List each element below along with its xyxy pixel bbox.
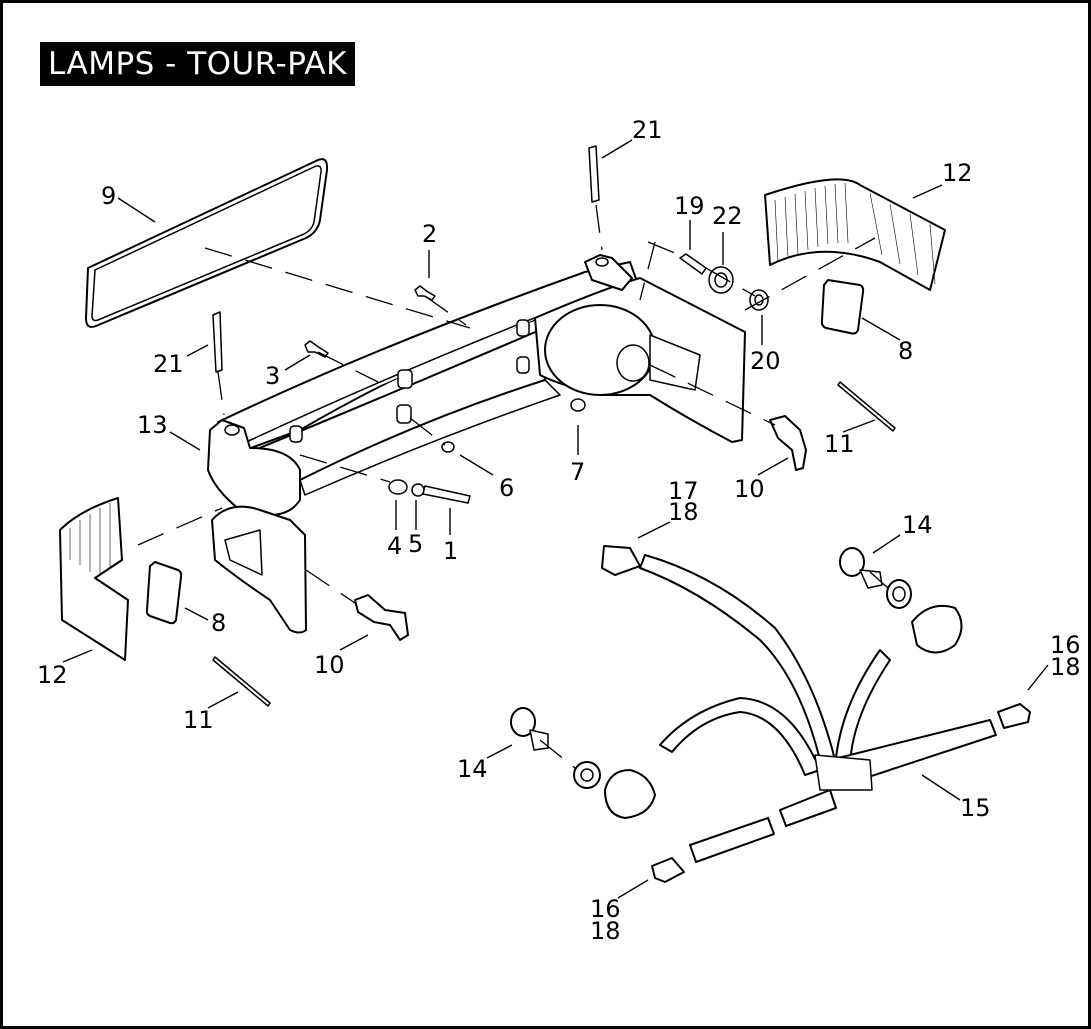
bracket-part-10-left: [354, 594, 409, 641]
lamp-housing-part-13: [207, 254, 746, 634]
callout-21-left: 21: [153, 350, 184, 378]
callout-19: 19: [674, 192, 705, 220]
callout-17: 17: [668, 477, 699, 505]
callout-6: 6: [499, 474, 514, 502]
diagram-title: LAMPS - TOUR-PAK: [40, 42, 355, 86]
callout-14-left: 14: [457, 755, 488, 783]
washer-part-4: [388, 479, 408, 495]
callout-12-right: 12: [942, 159, 973, 187]
bulb-part-14-right: [839, 547, 912, 609]
reflector-part-8-right: [820, 279, 865, 335]
grommet-part-22: [708, 266, 734, 294]
callout-4: 4: [387, 532, 402, 560]
callout-12-left: 12: [37, 661, 68, 689]
gasket-part-11-left: [212, 656, 271, 707]
nut-part-7: [570, 398, 586, 412]
callout-8-left: 8: [211, 609, 226, 637]
lens-strip-part-9: [85, 158, 329, 328]
callout-10-left: 10: [314, 651, 345, 679]
callout-8-right: 8: [898, 337, 913, 365]
lens-part-12-left: [59, 497, 129, 661]
callout-3: 3: [265, 362, 280, 390]
callout-2: 2: [422, 220, 437, 248]
callout-18-top: 18: [668, 498, 699, 526]
wiring-harness-part-15: [601, 545, 1031, 883]
callout-9: 9: [101, 182, 116, 210]
callout-22: 22: [712, 202, 743, 230]
screw-part-3: [304, 340, 329, 358]
spacer-part-5: [411, 483, 425, 497]
callout-11-left: 11: [183, 706, 214, 734]
callout-18-right: 18: [1050, 653, 1081, 681]
callout-10-right: 10: [734, 475, 765, 503]
stud-part-21-right: [588, 145, 600, 203]
bolt-part-1: [422, 485, 471, 504]
callout-21-top: 21: [632, 116, 663, 144]
leader-lines: [62, 139, 1049, 899]
callout-16-bottom: 16: [590, 895, 621, 923]
screw-part-2: [414, 285, 436, 301]
gasket-part-11-right: [837, 381, 896, 432]
nut-part-20: [749, 289, 769, 311]
callout-labels: 9 21 21 2 3 13 19 22 12 20 8 6 7 11 10 4…: [37, 116, 1081, 945]
bracket-part-10-right: [769, 415, 807, 471]
callout-11-right: 11: [824, 430, 855, 458]
callout-14-right: 14: [902, 511, 933, 539]
callout-15: 15: [960, 794, 991, 822]
bulb-part-14-left: [510, 707, 601, 789]
callout-20: 20: [750, 347, 781, 375]
stud-part-21-left: [212, 311, 223, 373]
reflector-part-8-left: [145, 561, 183, 625]
callout-7: 7: [570, 458, 585, 486]
pin-part-19: [679, 253, 707, 275]
callout-18-bottom: 18: [590, 917, 621, 945]
callout-5: 5: [408, 530, 423, 558]
assembly-lines: [137, 204, 889, 769]
lens-part-12-right: [764, 178, 946, 291]
callout-1: 1: [443, 537, 458, 565]
callout-13: 13: [137, 411, 168, 439]
callout-16-right: 16: [1050, 631, 1081, 659]
